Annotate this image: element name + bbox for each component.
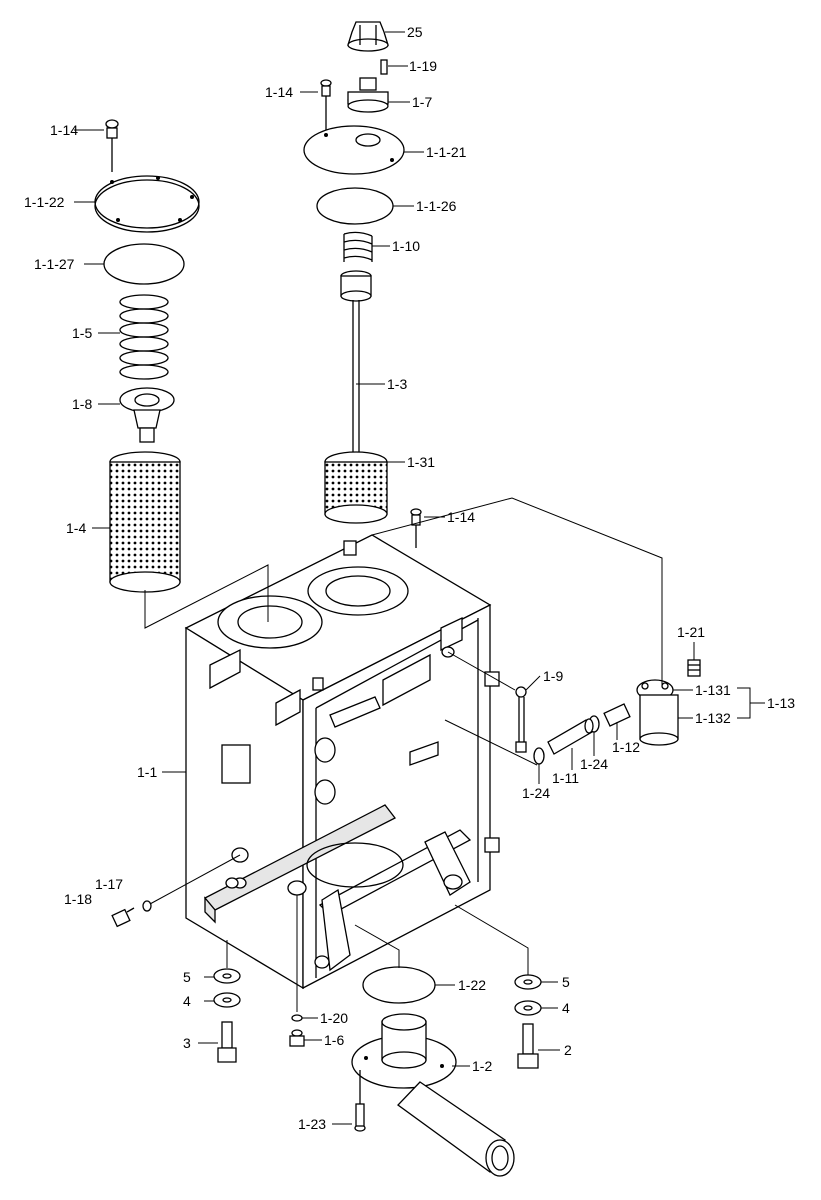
callout-1-1-27: 1-1-27 [34,256,75,272]
spring-1-5 [119,294,169,380]
washer-4-left [213,992,241,1008]
callout-1-14-left: 1-14 [50,122,78,138]
filter-cartridge-1-132 [639,694,679,746]
hose-1-11 [547,718,594,755]
callout-1-5: 1-5 [72,325,92,341]
bolt-1-14-top [320,79,332,130]
top-opening-right [307,566,409,616]
callout-3: 3 [183,1035,191,1051]
adapter-1-12 [603,703,631,727]
callout-1-8: 1-8 [72,396,92,412]
callout-1-14-top: 1-14 [265,84,293,100]
callout-1-11: 1-11 [552,770,579,786]
bolt-1-23 [354,1070,366,1132]
callout-leaders [74,31,765,1125]
callout-1-31: 1-31 [407,454,435,470]
adapter-1-7 [347,77,389,113]
callout-1-1: 1-1 [137,764,157,780]
callout-1-24-left: 1-24 [522,785,550,801]
callout-1-22: 1-22 [458,977,486,993]
callout-1-4: 1-4 [66,520,86,536]
callout-1-1-21: 1-1-21 [426,144,467,160]
bolt-1-14-left [105,119,119,172]
gasket-1-1-26 [316,187,394,225]
callout-4-right: 4 [562,1000,570,1016]
valve-1-8 [119,387,175,443]
callout-1-132: 1-132 [695,710,731,726]
breather-screw [380,59,388,75]
clamp-1-24-left [533,747,545,765]
o-ring-1-20 [291,1014,303,1022]
callout-1-1-22: 1-1-22 [24,194,65,210]
gasket-1-1-27 [103,243,185,285]
callout-labels: 25 1-19 1-14 1-7 1-1-21 1-1-26 1-10 1-3 … [24,24,795,1132]
spring-1-10 [343,231,373,262]
bolt-2 [517,1023,539,1069]
washer-5-left [213,968,241,984]
callout-1-20: 1-20 [320,1010,348,1026]
cover-plate-1-1-21 [303,125,405,175]
o-ring-1-17 [142,900,152,912]
plug-1-18 [111,907,135,928]
plug-1-6 [289,1029,305,1047]
gauge-1-9 [515,686,527,753]
rod-1-3 [348,300,364,464]
washer-4-right [514,1000,542,1016]
callout-1-1-26: 1-1-26 [416,198,457,214]
callout-1-2: 1-2 [472,1058,492,1074]
union-1-21 [687,659,701,677]
callout-1-23: 1-23 [298,1116,326,1132]
callout-1-24-right: 1-24 [580,756,608,772]
bolt-3 [217,1021,237,1063]
callout-1-13: 1-13 [767,695,795,711]
tank-body [184,534,500,990]
callout-1-17: 1-17 [95,876,123,892]
callout-1-14-mid: 1-14 [447,509,475,525]
callout-25: 25 [407,24,423,40]
callout-2: 2 [564,1042,572,1058]
filter-element-1-4 [109,451,181,593]
callout-1-131: 1-131 [695,682,731,698]
callout-1-21: 1-21 [677,624,705,640]
cover-plate-1-1-22 [94,175,200,233]
top-opening-left [217,595,323,649]
bolt-1-14-mid [410,508,422,548]
callout-1-6: 1-6 [324,1032,344,1048]
callout-1-12: 1-12 [612,739,640,755]
callout-1-19: 1-19 [409,58,437,74]
callout-5-right: 5 [562,974,570,990]
sleeve-1-3-top [340,270,372,302]
strainer-1-31 [324,451,388,524]
callout-1-7: 1-7 [412,94,432,110]
suction-pipe-1-2 [351,1013,515,1177]
washer-5-right [514,974,542,990]
filler-cap [347,21,389,52]
callout-4-left: 4 [183,993,191,1009]
callout-1-3: 1-3 [387,376,407,392]
callout-5-left: 5 [183,969,191,985]
callout-1-10: 1-10 [392,238,420,254]
gasket-1-22 [362,966,436,1004]
callout-1-18: 1-18 [64,891,92,907]
callout-1-9: 1-9 [543,668,563,684]
